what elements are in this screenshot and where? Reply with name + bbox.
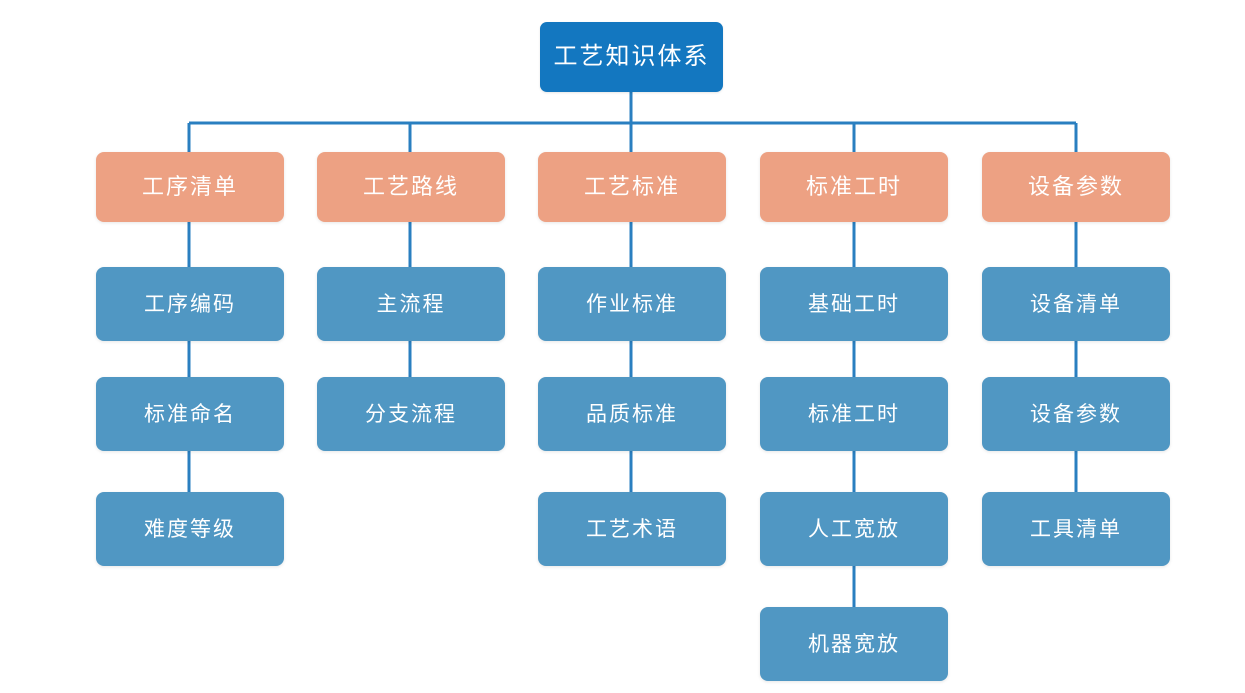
- node-label: 基础工时: [808, 292, 900, 316]
- node-branch-1-child-3[interactable]: 难度等级: [96, 492, 284, 566]
- node-label: 工艺标准: [583, 174, 680, 199]
- node-branch-3-child-3[interactable]: 工艺术语: [538, 492, 726, 566]
- node-label: 设备清单: [1030, 292, 1122, 316]
- node-branch-1-child-1[interactable]: 工序编码: [96, 267, 284, 341]
- node-label: 品质标准: [586, 402, 678, 426]
- node-label: 工序编码: [144, 292, 236, 316]
- node-label: 标准工时: [805, 174, 902, 199]
- node-branch-5[interactable]: 设备参数: [982, 152, 1170, 222]
- node-branch-4-child-1[interactable]: 基础工时: [760, 267, 948, 341]
- node-branch-1[interactable]: 工序清单: [96, 152, 284, 222]
- node-label: 标准工时: [808, 402, 900, 426]
- node-branch-2[interactable]: 工艺路线: [317, 152, 505, 222]
- node-branch-4-child-2[interactable]: 标准工时: [760, 377, 948, 451]
- node-label: 机器宽放: [808, 632, 900, 656]
- node-label: 作业标准: [586, 292, 678, 316]
- node-label: 工艺术语: [586, 517, 678, 541]
- node-label: 设备参数: [1027, 174, 1124, 199]
- node-branch-4[interactable]: 标准工时: [760, 152, 948, 222]
- node-branch-2-child-2[interactable]: 分支流程: [317, 377, 505, 451]
- node-branch-3-child-2[interactable]: 品质标准: [538, 377, 726, 451]
- node-branch-5-child-1[interactable]: 设备清单: [982, 267, 1170, 341]
- node-label: 工序清单: [141, 174, 238, 199]
- node-branch-2-child-1[interactable]: 主流程: [317, 267, 505, 341]
- node-branch-5-child-3[interactable]: 工具清单: [982, 492, 1170, 566]
- node-label: 工艺路线: [362, 174, 459, 199]
- node-branch-1-child-2[interactable]: 标准命名: [96, 377, 284, 451]
- node-branch-5-child-2[interactable]: 设备参数: [982, 377, 1170, 451]
- node-label: 人工宽放: [808, 517, 900, 541]
- node-branch-4-child-4[interactable]: 机器宽放: [760, 607, 948, 681]
- node-branch-3-child-1[interactable]: 作业标准: [538, 267, 726, 341]
- node-label: 难度等级: [144, 517, 236, 541]
- node-root[interactable]: 工艺知识体系: [540, 22, 723, 92]
- node-label: 主流程: [376, 292, 446, 316]
- node-label: 分支流程: [365, 402, 457, 426]
- node-branch-4-child-3[interactable]: 人工宽放: [760, 492, 948, 566]
- node-label: 工艺知识体系: [553, 43, 710, 70]
- node-label: 工具清单: [1030, 517, 1122, 541]
- node-branch-3[interactable]: 工艺标准: [538, 152, 726, 222]
- node-label: 标准命名: [144, 402, 236, 426]
- node-label: 设备参数: [1030, 402, 1122, 426]
